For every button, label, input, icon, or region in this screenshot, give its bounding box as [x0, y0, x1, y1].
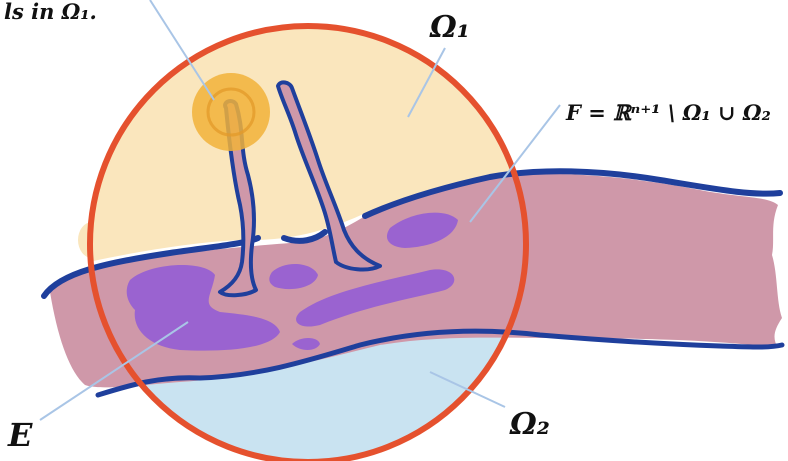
omega2-label: Ω₂: [509, 407, 550, 442]
top-left-label: ls in Ω₁.: [4, 0, 97, 24]
E-label: E: [7, 416, 33, 454]
F-label: F = ℝⁿ⁺¹ \ Ω₁ ∪ Ω₂: [565, 100, 771, 125]
omega1-label: Ω₁: [429, 10, 470, 45]
